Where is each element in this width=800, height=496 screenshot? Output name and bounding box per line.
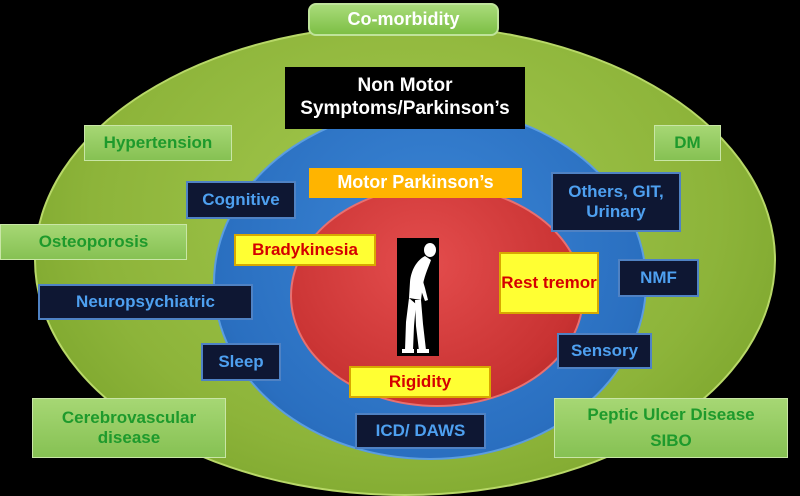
sensory-box: Sensory xyxy=(557,333,652,369)
peptic-ulcer-sibo-box: Peptic Ulcer Disease SIBO xyxy=(554,398,788,458)
nmf-box: NMF xyxy=(618,259,699,297)
others-git-urinary-box: Others, GIT, Urinary xyxy=(551,172,681,232)
sleep-box: Sleep xyxy=(201,343,281,381)
rest-tremor-box: Rest tremor xyxy=(499,252,599,314)
cognitive-box: Cognitive xyxy=(186,181,296,219)
stooped-person-silhouette-icon xyxy=(402,243,436,353)
icd-daws-box: ICD/ DAWS xyxy=(355,413,486,449)
peptic-ulcer-label: Peptic Ulcer Disease xyxy=(587,404,755,424)
parkinson-figure-panel xyxy=(397,238,439,356)
osteoporosis-box: Osteoporosis xyxy=(0,224,187,260)
bradykinesia-box: Bradykinesia xyxy=(234,234,376,266)
neuropsychiatric-box: Neuropsychiatric xyxy=(38,284,253,320)
comorbidity-banner: Co-morbidity xyxy=(308,3,499,36)
dm-box: DM xyxy=(654,125,721,161)
non-motor-title: Non Motor Symptoms/Parkinson’s xyxy=(285,67,525,129)
rigidity-box: Rigidity xyxy=(349,366,491,398)
sibo-label: SIBO xyxy=(650,431,692,450)
motor-title: Motor Parkinson’s xyxy=(309,168,522,198)
hypertension-box: Hypertension xyxy=(84,125,232,161)
cerebrovascular-box: Cerebrovascular disease xyxy=(32,398,226,458)
